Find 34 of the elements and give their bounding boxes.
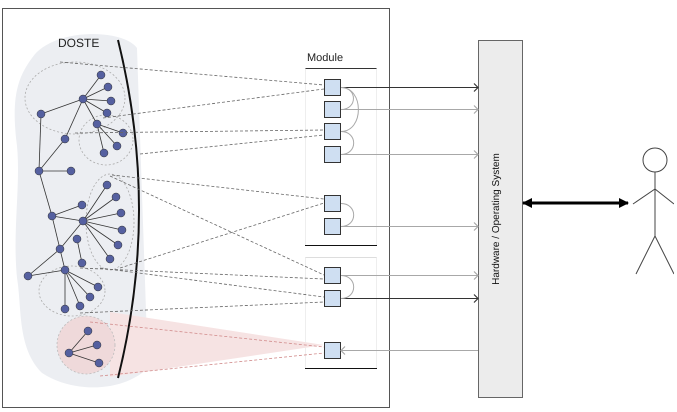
projection-line — [80, 268, 324, 280]
projection-line — [110, 176, 324, 276]
projection-line — [102, 88, 324, 118]
projection-line — [90, 322, 324, 348]
projection-line — [74, 130, 324, 134]
module-panel — [305, 257, 377, 369]
region-title: DOSTE — [58, 36, 100, 50]
link-arc — [340, 87, 354, 110]
module-box — [324, 218, 341, 235]
module-box — [324, 146, 341, 163]
system-bar — [478, 40, 523, 398]
projection-line — [112, 174, 324, 200]
projection-line — [100, 352, 324, 376]
module-panel — [305, 50, 377, 246]
module-box — [324, 267, 341, 284]
arrow — [340, 346, 478, 356]
link-arc — [340, 131, 354, 155]
module-box — [324, 195, 341, 212]
module-box — [324, 101, 341, 118]
arrow — [522, 198, 629, 208]
module-box — [324, 290, 341, 307]
projection-line — [120, 202, 324, 268]
projection-line — [60, 62, 324, 86]
link-arc — [340, 87, 359, 132]
projection-line — [100, 268, 324, 298]
projection-line — [80, 302, 324, 314]
module-box — [324, 123, 341, 140]
module-box — [324, 342, 341, 359]
bar-label: Hardware / Operating System — [491, 153, 502, 285]
column-heading: Module — [307, 52, 344, 64]
link-arc — [340, 275, 354, 299]
module-box — [324, 79, 341, 96]
link-arc — [340, 203, 354, 227]
projection-line — [140, 134, 324, 154]
